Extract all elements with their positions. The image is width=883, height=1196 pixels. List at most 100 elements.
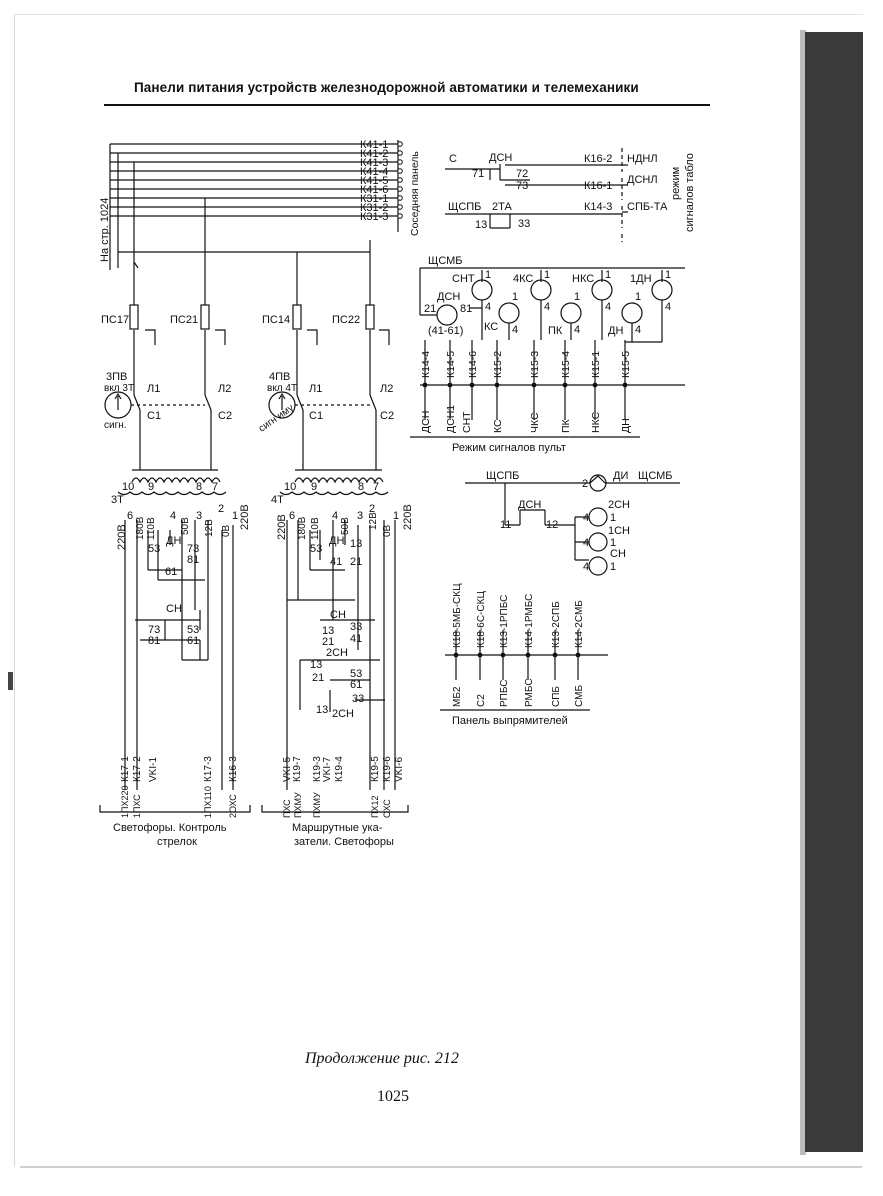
left-bottom-bot-label-2: 1ПХ110 (203, 786, 213, 818)
pult-bottom-label-3: К15-2 (492, 351, 504, 378)
left-tap-2: 2 (218, 503, 224, 515)
left-dn: ДН (166, 535, 181, 547)
rect-top-label-0: К18-5МБ-СКЦ (452, 583, 463, 648)
dimmer-n4-b: 4 (583, 537, 589, 549)
right-bottom-bot-label-1: ПХМУ (293, 792, 303, 818)
right-2sn-61: 61 (350, 679, 362, 691)
tablo-spbta: СПБ-ТА (627, 201, 668, 213)
tablo-shchspb: ЩСПБ (448, 201, 481, 213)
pult-relay-1dn: 1ДН (630, 273, 652, 285)
bus-wire-label-1: К41-2 (360, 148, 388, 160)
tablo-dsn: ДСН (489, 152, 512, 164)
pult-title: Режим сигналов пульт (452, 442, 566, 454)
right-tap-50: 50В (340, 517, 351, 535)
bus-wire-terminal-6 (397, 195, 403, 201)
tablo-k162: К16-2 (584, 153, 612, 165)
pult-bottom-label-4: К15-3 (529, 351, 541, 378)
tablo-section (445, 148, 628, 242)
right-transformer: 4Т (271, 494, 284, 506)
pult-pin4-g: 4 (635, 324, 641, 336)
dimmer-n1-c: 1 (610, 561, 616, 573)
pult-pin4-e: 4 (512, 324, 518, 336)
left-tap-1: 1 (232, 510, 238, 522)
rect-top-label-4: К13-2СПБ (551, 601, 562, 648)
left-panel-wiring (99, 262, 251, 813)
bus-ref-label: На стр. 1024 (99, 198, 111, 262)
rect-bottom-label-4: СПБ (551, 686, 562, 707)
tablo-ta2: 2ТА (492, 201, 512, 213)
right-switch-sig: сигн иму (257, 403, 296, 435)
left-title-line2: стрелок (157, 836, 197, 848)
pult-pin1-a: 1 (485, 269, 491, 281)
right-bottom-bot-label-3: ПХ12 (370, 796, 380, 818)
pult-relay-ks: КС (484, 321, 498, 333)
bus-wire-label-7: К31-2 (360, 202, 388, 214)
pult-relay-dsn: ДСН (437, 291, 460, 303)
left-dn-53: 53 (148, 543, 160, 555)
left-tap-10: 10 (122, 481, 134, 493)
right-bottom-top-label-1: К19-7 (292, 756, 303, 782)
right-tap-180: 180В (297, 516, 308, 540)
tablo-mode: режим (670, 167, 682, 200)
pult-relay-pk: ПК (548, 325, 563, 337)
right-c2: С2 (380, 410, 394, 422)
tablo-n13: 13 (475, 219, 487, 231)
dimmer-1sn: 1СН (608, 525, 630, 537)
right-tap-8: 8 (358, 481, 364, 493)
right-2sn-13b: 13 (316, 704, 328, 716)
left-switch-name: 3ПВ (106, 371, 127, 383)
dimmer-n11: 11 (500, 519, 511, 531)
left-sn-53: 53 (187, 624, 199, 636)
right-panel-labels: ПС14 ПС22 4ПВ вкл 4Т сигн иму Л1 Л2 С1 С… (257, 314, 414, 848)
dimmer-dsn: ДСН (518, 499, 541, 511)
pult-line-label-0: ДСН (420, 411, 432, 433)
pult-bottom-label-2: К14-6 (467, 351, 479, 378)
left-sn: СН (166, 603, 182, 615)
right-dn-41: 41 (330, 556, 342, 568)
pult-dsn-4161: (41-61) (428, 325, 463, 337)
right-tap-7: 7 (373, 481, 379, 493)
right-sn-33: 33 (350, 621, 362, 633)
right-bottom-bot-label-4: ОХС (382, 799, 392, 818)
left-c1: С1 (147, 410, 161, 422)
rect-top-label-1: К18-6С-СКЦ (476, 591, 487, 648)
pult-section (410, 267, 685, 438)
right-2sn-label: 2СН (326, 647, 348, 659)
bus-wire-terminal-2 (397, 159, 403, 165)
right-tap-0: 0В (382, 524, 393, 537)
bus-wire-label-8: К31-3 (360, 211, 388, 223)
right-2sn-13: 13 (310, 659, 322, 671)
header-rule (104, 104, 710, 106)
pult-pin1-f: 1 (574, 291, 580, 303)
pult-line-label-4: ЧКС (529, 412, 541, 433)
left-title-line1: Светофоры. Контроль (113, 822, 227, 834)
bus-wire-terminal-1 (397, 150, 403, 156)
left-tap-50: 50В (180, 517, 191, 535)
bus-wire-terminal-8 (397, 213, 403, 219)
right-tap-12: 12В (368, 512, 379, 530)
rect-top-label-5: К14-2СМБ (574, 600, 585, 648)
right-l2: Л2 (380, 383, 393, 395)
right-bottom-top-label-0: VKI-5 (282, 757, 293, 782)
left-fuse-1: ПС17 (101, 314, 129, 326)
pult-labels: ЩСМБ СНТ 4КС НКС 1ДН ДСН КС ПК ДН 21 81 … (420, 255, 671, 454)
tablo-signals: сигналов табло (684, 153, 696, 232)
left-tap-6: 6 (127, 510, 133, 522)
bus-wire-terminal-3 (397, 168, 403, 174)
dimmer-n2: 2 (582, 478, 588, 490)
bus-wire-label-2: К41-3 (360, 157, 388, 169)
right-tap-6: 6 (289, 510, 295, 522)
right-switch-on: вкл 4Т (267, 383, 297, 394)
tablo-n71: 71 (472, 168, 484, 180)
page-header-title: Панели питания устройств железнодорожной… (134, 80, 639, 95)
pult-relay-4ks: 4КС (513, 273, 533, 285)
pult-line-label-6: НКС (590, 411, 602, 433)
right-220v-a: 220В (276, 514, 288, 540)
page-number: 1025 (377, 1088, 409, 1105)
pult-pin1-c: 1 (605, 269, 611, 281)
left-fuse-2: ПС21 (170, 314, 198, 326)
pult-bottom-label-5: К15-4 (560, 351, 572, 378)
pult-line-label-5: ПК (560, 418, 572, 433)
pult-pin1-e: 1 (512, 291, 518, 303)
